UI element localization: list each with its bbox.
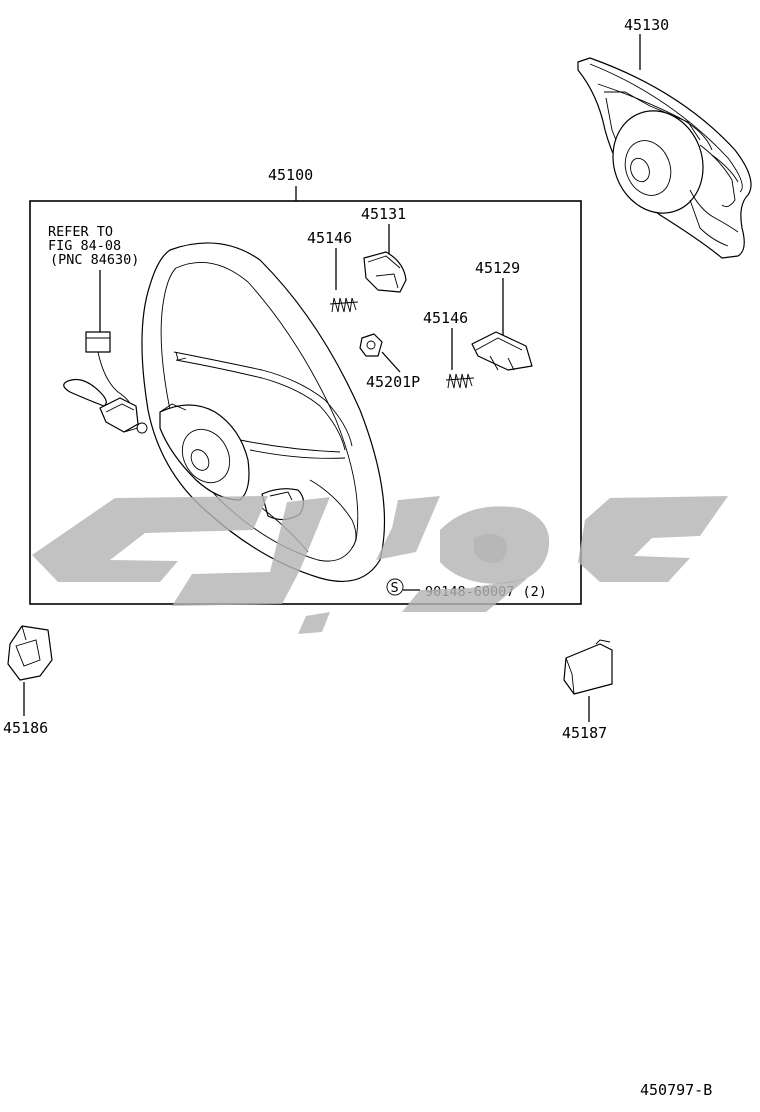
label-45146-lower: 45146 — [423, 309, 468, 327]
cover-45186 — [7, 625, 53, 681]
horn-switch-cable — [63, 331, 148, 434]
steering-wheel-45100 — [141, 242, 386, 582]
label-45129: 45129 — [475, 259, 520, 277]
label-45100: 45100 — [268, 166, 313, 184]
label-45201p: 45201P — [366, 373, 420, 391]
figure-id: 450797-B — [640, 1081, 712, 1099]
clip-45131 — [363, 251, 407, 293]
assembly-box-45100 — [29, 200, 582, 605]
spring-45146-upper — [329, 297, 359, 313]
svg-text:(PNC 84630): (PNC 84630) — [50, 252, 139, 268]
spring-45146-lower — [445, 373, 475, 389]
label-45187: 45187 — [562, 724, 607, 742]
airbag-assembly-45130 — [577, 57, 752, 259]
cover-45187 — [563, 639, 613, 695]
label-45186: 45186 — [3, 719, 48, 737]
nut-45201p — [359, 333, 383, 357]
svg-text:REFER TO: REFER TO — [48, 224, 113, 240]
label-45131: 45131 — [361, 205, 406, 223]
refer-note: REFER TO FIG 84-08 (PNC 84630) — [48, 224, 139, 268]
label-45146-upper: 45146 — [307, 229, 352, 247]
label-45130: 45130 — [624, 16, 669, 34]
bolt-symbol: S — [391, 580, 399, 596]
svg-text:FIG 84-08: FIG 84-08 — [48, 238, 121, 254]
clip-45129 — [471, 331, 533, 371]
watermark-logo — [32, 496, 728, 634]
